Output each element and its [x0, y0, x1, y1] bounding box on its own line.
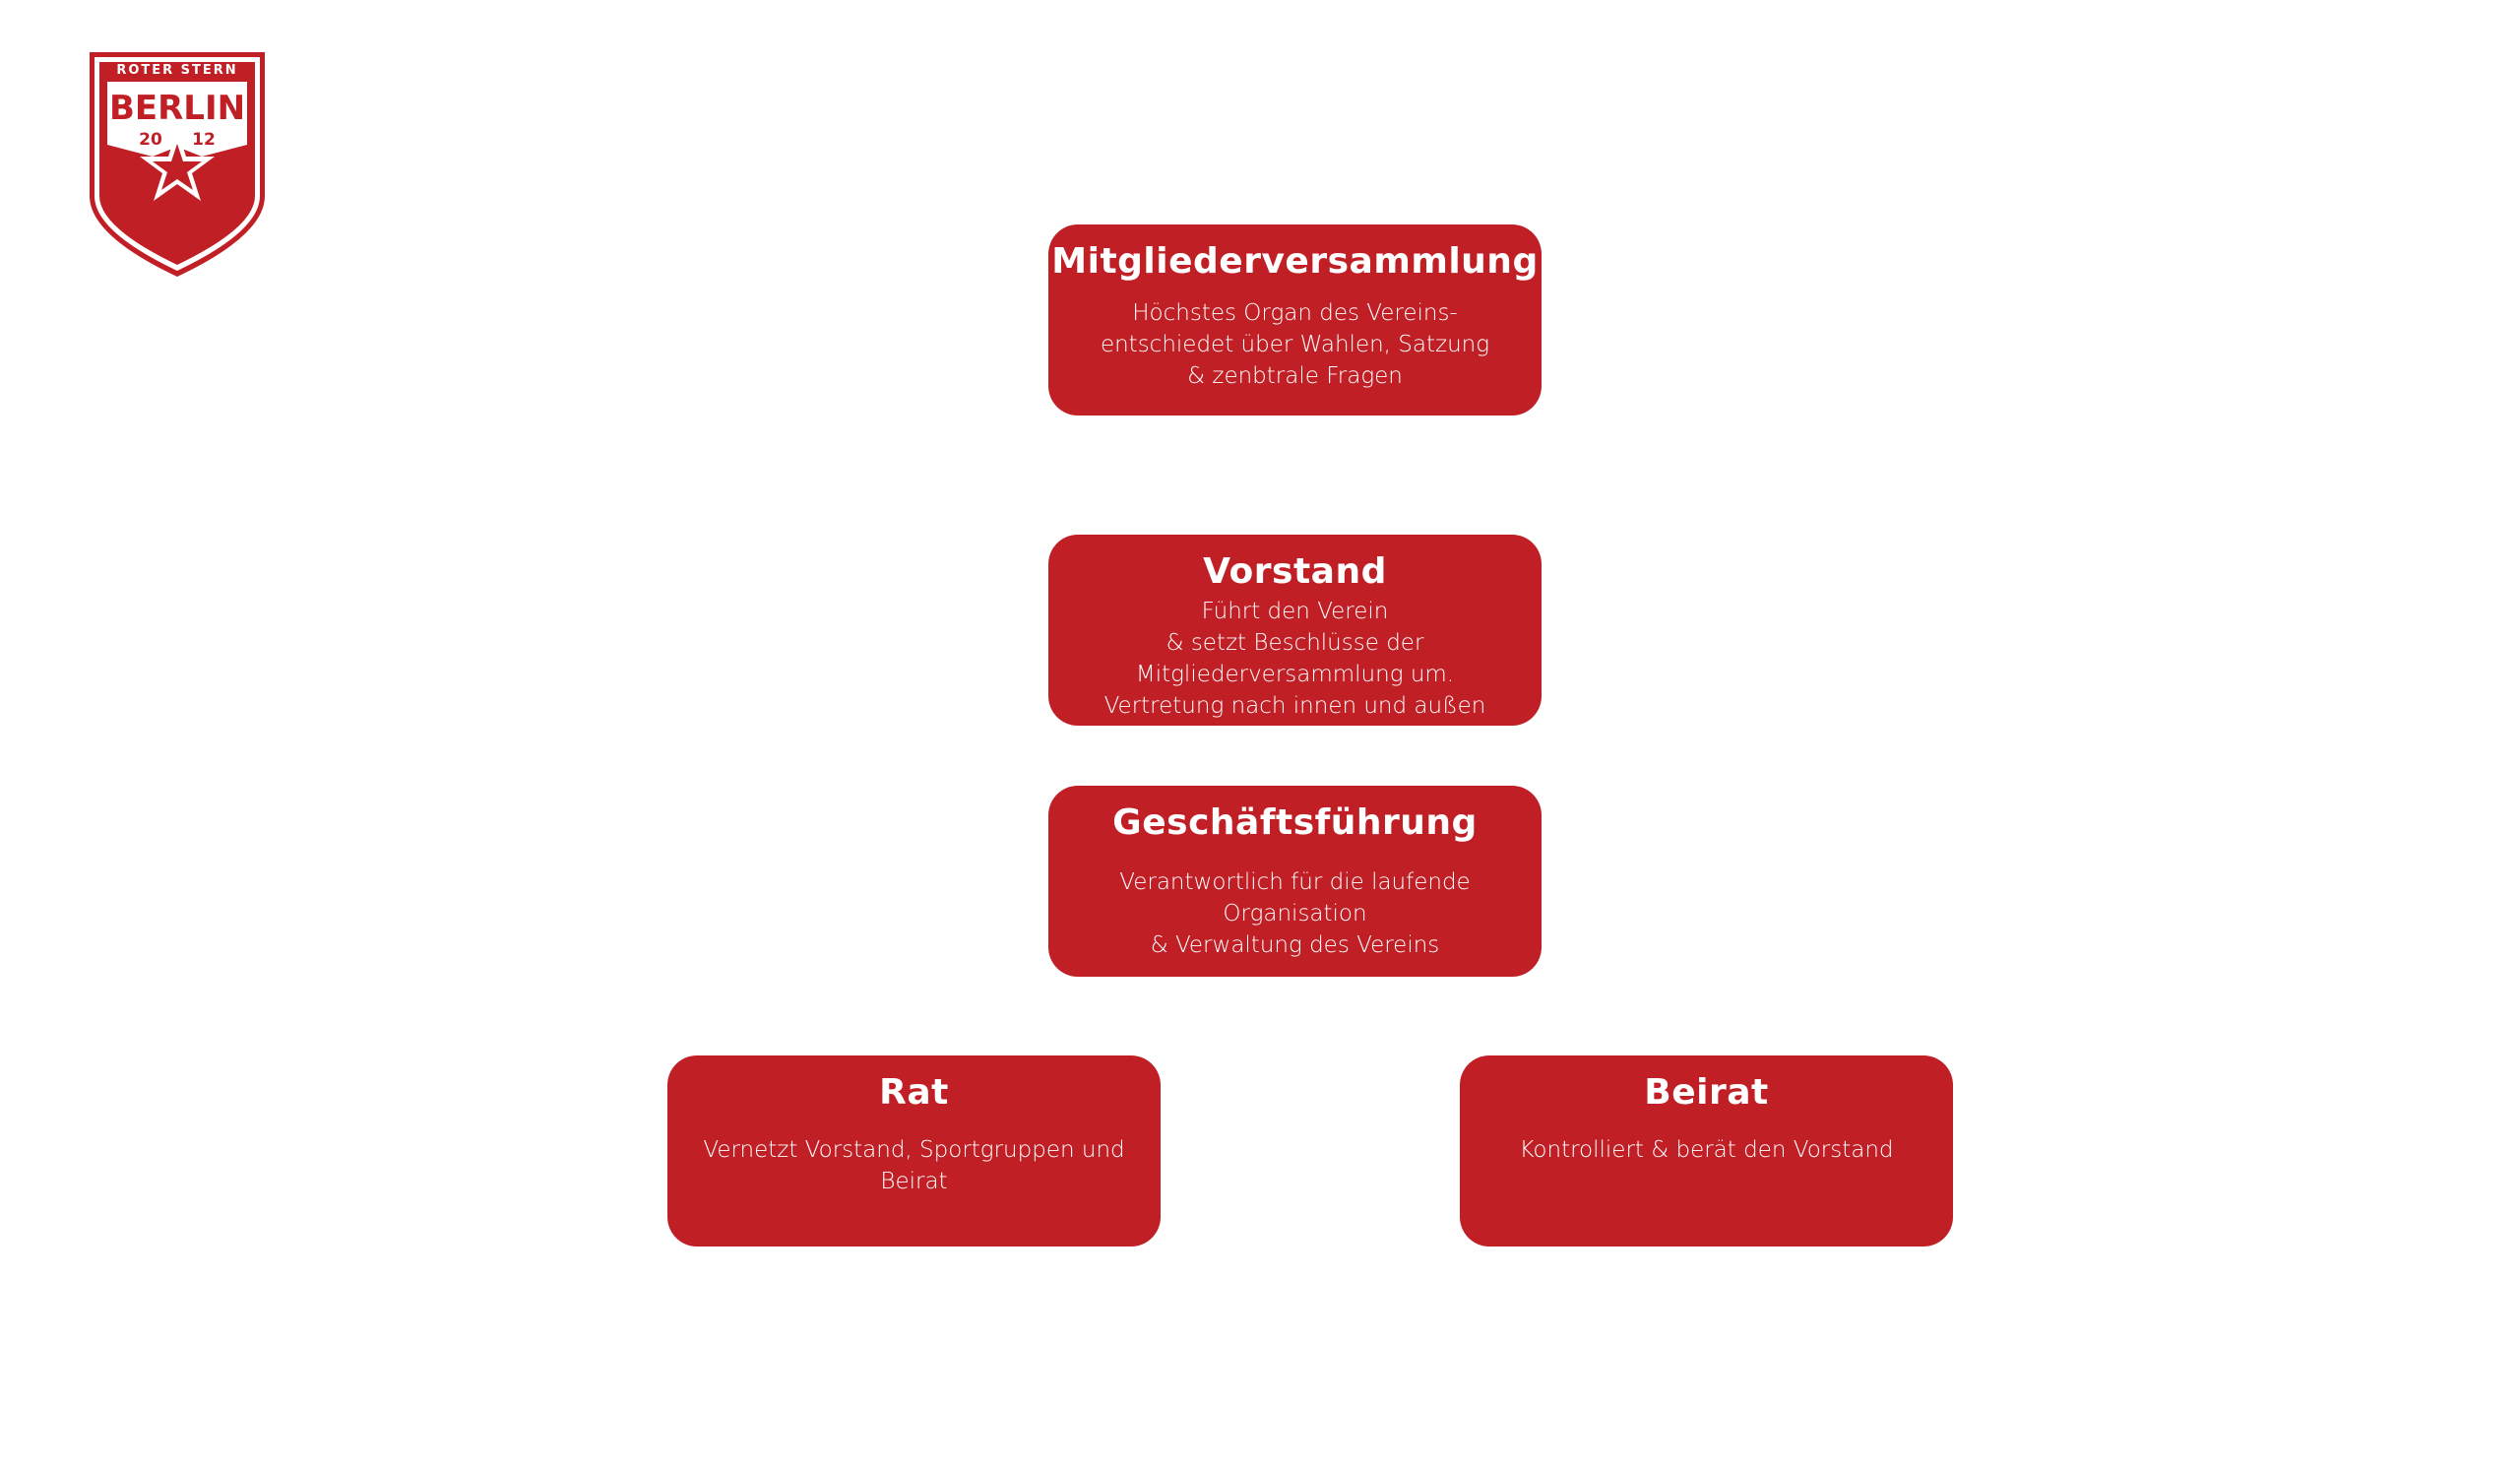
- logo-year-left: 20: [139, 130, 162, 150]
- node-vorstand: Vorstand Führt den Verein & setzt Beschl…: [1048, 535, 1542, 726]
- node-title: Vorstand: [1203, 551, 1387, 592]
- node-description: Führt den Verein & setzt Beschlüsse der …: [1103, 599, 1486, 719]
- logo-top-text: ROTER STERN: [116, 63, 237, 78]
- node-title: Beirat: [1644, 1072, 1769, 1113]
- node-title: Rat: [879, 1072, 949, 1113]
- node-title: Mitgliederversammlung: [1051, 241, 1539, 282]
- node-geschaeftsfuehrung: Geschäftsführung Verantwortlich für die …: [1048, 786, 1542, 977]
- roter-stern-berlin-logo: ROTER STERN BERLIN 20 12: [90, 52, 265, 277]
- logo-main-text: BERLIN: [109, 89, 245, 128]
- node-description: Kontrolliert & berät den Vorstand: [1519, 1137, 1894, 1163]
- logo-year-right: 12: [192, 130, 216, 150]
- node-beirat: Beirat Kontrolliert & berät den Vorstand: [1460, 1055, 1953, 1246]
- node-title: Geschäftsführung: [1112, 802, 1478, 843]
- node-description: Höchstes Organ des Vereins- entschiedet …: [1100, 300, 1490, 389]
- node-description: Vernetzt Vorstand, Sportgruppen und Beir…: [703, 1137, 1125, 1194]
- node-description: Verantwortlich für die laufende Organisa…: [1119, 869, 1471, 958]
- node-mitgliederversammlung: Mitgliederversammlung Höchstes Organ des…: [1048, 224, 1542, 415]
- node-rat: Rat Vernetzt Vorstand, Sportgruppen und …: [667, 1055, 1161, 1246]
